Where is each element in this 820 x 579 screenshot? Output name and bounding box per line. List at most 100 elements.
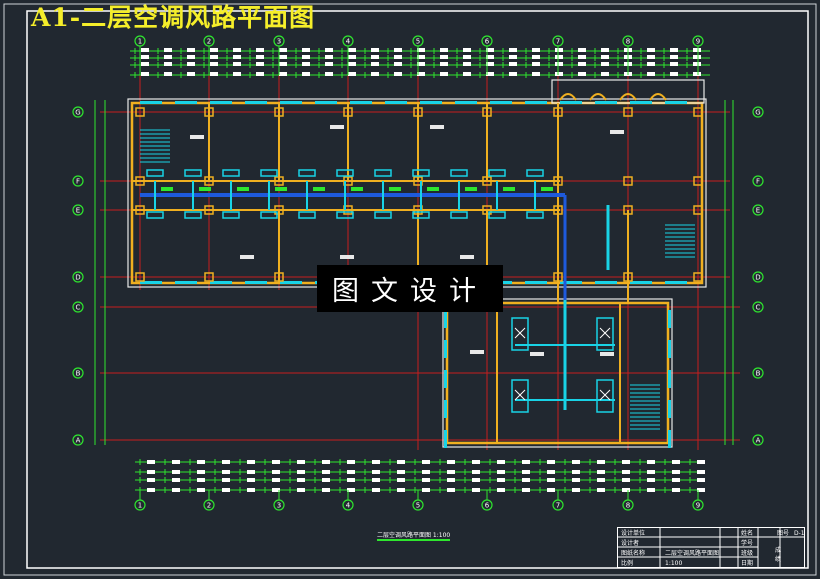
dimension-text [256,48,264,52]
dimension-text [672,488,680,492]
dimension-text [578,62,586,66]
dimension-text [555,48,563,52]
window [595,101,617,104]
dimension-text [486,72,494,76]
dimension-text [233,62,241,66]
dimension-text [222,488,230,492]
dimension-text [447,488,455,492]
dimension-text [233,72,241,76]
drawing-title: A1-二层空调风路平面图 [31,3,316,32]
fan-coil-unit [336,169,354,177]
dimension-text [172,460,180,464]
room-label [190,135,204,139]
window [444,340,447,358]
dimension-text [164,72,172,76]
dimension-text [555,55,563,59]
structural-column [553,176,563,186]
dimension-text [272,460,280,464]
dimension-text [210,48,218,52]
structural-column [623,272,633,282]
dimension-text [279,48,287,52]
room-label [330,125,344,129]
dimension-text [697,478,705,482]
air-diffuser [465,187,477,191]
structural-column [693,176,703,186]
tb-label: 设计单位 [621,530,646,537]
room-label [340,255,354,259]
watermark: 图文设计 [317,265,503,312]
axis-label: 9 [696,38,700,46]
window [175,281,197,284]
unit-mark [599,327,611,339]
axis-label: G [75,109,80,117]
dimension-text [647,55,655,59]
axis-bubble [72,434,84,446]
structural-column [693,205,703,215]
dimension-text [422,478,430,482]
window [665,101,687,104]
dimension-text [693,48,701,52]
unit-mark [514,327,526,339]
dimension-text [279,72,287,76]
dimension-text [197,478,205,482]
dimension-text [597,488,605,492]
axis-label: B [756,370,761,378]
window [668,340,671,358]
structural-column [343,107,353,117]
room-label [600,352,614,356]
structural-column [204,205,214,215]
fan-coil-unit [412,169,430,177]
axis-label: 1 [138,502,142,510]
plan-label: 二层空调风路平面图 1:100 [377,532,451,541]
room-label [430,125,444,129]
axis-label: 6 [485,38,490,46]
dimension-text [325,48,333,52]
window [385,101,407,104]
window [315,101,337,104]
room-label [470,350,484,354]
dimension-text [372,478,380,482]
dimension-text [417,55,425,59]
dimension-text [547,470,555,474]
air-diffuser [351,187,363,191]
dimension-text [463,62,471,66]
dimension-text [672,470,680,474]
dimension-text [325,72,333,76]
air-diffuser [503,187,515,191]
dimension-text [348,62,356,66]
dimension-text [347,488,355,492]
dimension-text [647,48,655,52]
dimension-text [322,488,330,492]
fan-coil-unit [488,169,506,177]
axis-label: 8 [626,502,630,510]
axis-bubble [72,175,84,187]
axis-bubble [72,271,84,283]
dimension-text [302,62,310,66]
air-diffuser [427,187,439,191]
axis-bubble [752,301,764,313]
dimension-text [532,48,540,52]
structural-column [135,107,145,117]
dimension-text [247,488,255,492]
dimension-text [440,72,448,76]
axis-bubble [72,301,84,313]
axis-label: E [756,207,760,215]
dimension-text [572,488,580,492]
window [525,281,547,284]
tb-sheet-no: D-1 [794,530,805,537]
dimension-text [522,478,530,482]
dimension-text [509,48,517,52]
air-handler [596,317,614,351]
dimension-text [371,62,379,66]
dimension-text [371,55,379,59]
window [245,101,267,104]
fan-coil-unit [336,211,354,219]
structural-column [553,272,563,282]
dimension-text [670,72,678,76]
dimension-text [197,460,205,464]
fan-coil-unit [184,169,202,177]
dimension-text [187,48,195,52]
structural-column [135,272,145,282]
tb-right-label: 日期 [741,560,754,567]
dimension-text [601,62,609,66]
